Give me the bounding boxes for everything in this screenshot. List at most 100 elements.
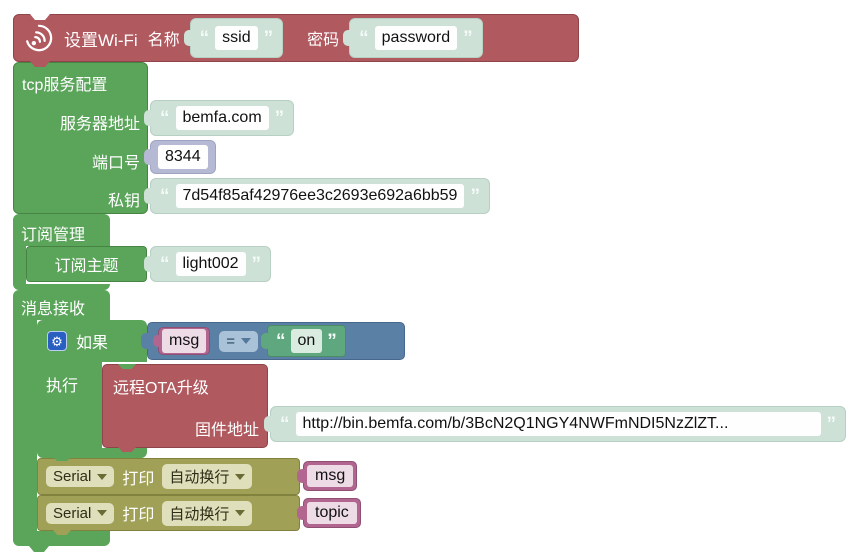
- input-socket: [264, 416, 272, 432]
- ssid-label: 名称: [147, 32, 180, 49]
- message-receive-spine: [13, 320, 37, 531]
- password-field[interactable]: password: [374, 26, 458, 50]
- do-label: 执行: [46, 378, 79, 395]
- subscribe-manager-title: 订阅管理: [21, 227, 86, 244]
- open-quote: “: [199, 27, 210, 49]
- connector-tab: [53, 530, 71, 535]
- input-socket: [144, 188, 152, 204]
- password-string-block[interactable]: “ password ”: [343, 18, 483, 58]
- close-quote: ”: [251, 253, 262, 275]
- input-socket: [261, 333, 269, 349]
- server-address-label: 服务器地址: [59, 116, 140, 133]
- variable-msg-field[interactable]: msg: [307, 465, 354, 487]
- connector-tab: [52, 456, 72, 461]
- connector-tab: [29, 546, 49, 552]
- private-key-label: 私钥: [107, 193, 140, 210]
- serial-print-block[interactable]: Serial 打印 自动换行: [37, 458, 300, 495]
- newline-mode-value: 自动换行: [169, 505, 230, 523]
- variable-msg-field[interactable]: msg: [162, 329, 207, 353]
- ssid-string-block[interactable]: “ ssid ”: [183, 18, 284, 58]
- subscribe-topic-block[interactable]: 订阅主题: [26, 246, 147, 282]
- serial-port-value: Serial: [53, 504, 92, 522]
- mutator-gear-icon[interactable]: ⚙: [47, 331, 67, 351]
- open-quote: “: [160, 185, 170, 207]
- input-socket: [153, 335, 160, 347]
- dropdown-arrow-icon: [97, 510, 108, 516]
- close-quote: ”: [826, 413, 837, 435]
- dropdown-arrow-icon: [235, 473, 246, 480]
- close-quote: ”: [274, 107, 285, 129]
- subscribe-topic-label: 订阅主题: [54, 258, 119, 275]
- topic-field[interactable]: light002: [175, 252, 246, 276]
- open-quote: “: [160, 107, 170, 129]
- server-address-string-block[interactable]: “ bemfa.com ”: [144, 100, 295, 136]
- top-notch: [118, 364, 136, 369]
- if-block-bottom: [37, 448, 147, 458]
- newline-mode-dropdown[interactable]: 自动换行: [162, 500, 253, 526]
- variable-topic-block[interactable]: topic: [297, 498, 361, 528]
- topic-string-block[interactable]: “ light002 ”: [144, 246, 272, 282]
- connector-tab: [118, 447, 136, 452]
- variable-topic-field[interactable]: topic: [307, 502, 357, 524]
- subscribe-manager-spine: [13, 246, 26, 284]
- print-label: 打印: [122, 507, 155, 524]
- compare-string-block[interactable]: “ on ”: [261, 325, 346, 357]
- open-quote: “: [160, 253, 170, 275]
- newline-mode-value: 自动换行: [169, 469, 230, 486]
- dropdown-arrow-icon: [235, 510, 246, 516]
- close-quote: ”: [327, 330, 337, 352]
- close-quote: ”: [463, 27, 473, 49]
- message-receive-title: 消息接收: [21, 301, 86, 318]
- serial-port-value: Serial: [53, 468, 92, 485]
- serial-port-dropdown[interactable]: Serial: [46, 502, 115, 524]
- port-label: 端口号: [91, 155, 140, 172]
- server-address-field[interactable]: bemfa.com: [175, 106, 269, 130]
- if-block[interactable]: ⚙ 如果: [37, 320, 147, 362]
- close-quote: ”: [263, 27, 274, 49]
- open-quote: “: [280, 413, 290, 435]
- operator-dropdown[interactable]: =: [219, 330, 258, 352]
- private-key-field[interactable]: 7d54f85af42976ee3c2693e692a6bb59: [175, 184, 465, 208]
- ssid-field[interactable]: ssid: [215, 26, 258, 50]
- compare-block[interactable]: msg = “ on ”: [141, 322, 405, 360]
- if-block-spine: 执行: [37, 362, 102, 448]
- wifi-setup-block[interactable]: 设置Wi-Fi 名称 “ ssid ” 密码 “ password ”: [13, 14, 579, 67]
- message-receive-block[interactable]: 消息接收: [13, 290, 110, 320]
- wifi-block-title: 设置Wi-Fi: [64, 30, 138, 50]
- tcp-config-title: tcp服务配置: [22, 77, 108, 94]
- subscribe-manager-block[interactable]: 订阅管理: [13, 214, 110, 246]
- print-label: 打印: [122, 470, 155, 488]
- newline-mode-dropdown[interactable]: 自动换行: [162, 464, 253, 489]
- serial-port-dropdown[interactable]: Serial: [46, 466, 115, 487]
- subscribe-manager-bottom: [13, 284, 110, 290]
- input-socket: [343, 30, 352, 46]
- if-label: 如果: [76, 335, 109, 352]
- tcp-config-block[interactable]: tcp服务配置 服务器地址 端口号 私钥: [13, 62, 148, 214]
- input-socket: [297, 506, 305, 520]
- private-key-string-block[interactable]: “ 7d54f85af42976ee3c2693e692a6bb59 ”: [144, 178, 490, 214]
- input-socket: [141, 333, 149, 349]
- firmware-url-field[interactable]: http://bin.bemfa.com/b/3BcN2Q1NGY4NWFmND…: [295, 412, 821, 436]
- firmware-address-label: 固件地址: [194, 422, 259, 439]
- port-number-block[interactable]: 8344: [144, 140, 216, 174]
- firmware-url-string-block[interactable]: “ http://bin.bemfa.com/b/3BcN2Q1NGY4NWFm…: [264, 406, 846, 442]
- variable-msg-block[interactable]: msg: [153, 327, 211, 355]
- connector-tab: [30, 61, 50, 67]
- close-quote: ”: [470, 185, 480, 207]
- dropdown-arrow-icon: [241, 338, 251, 344]
- serial-print-block[interactable]: Serial 打印 自动换行: [37, 495, 300, 535]
- input-socket: [297, 469, 305, 483]
- port-field[interactable]: 8344: [158, 145, 208, 169]
- top-notch: [30, 14, 50, 20]
- message-receive-bottom: [13, 531, 110, 546]
- input-socket: [183, 30, 192, 46]
- input-socket: [144, 110, 152, 126]
- input-socket: [144, 256, 152, 272]
- variable-msg-block[interactable]: msg: [297, 461, 358, 491]
- open-quote: “: [359, 27, 369, 49]
- esp-wifi-icon: [24, 23, 54, 53]
- operator-value: =: [226, 332, 235, 350]
- compare-value-field[interactable]: on: [290, 329, 323, 353]
- ota-upgrade-block[interactable]: 远程OTA升级 固件地址: [102, 364, 268, 452]
